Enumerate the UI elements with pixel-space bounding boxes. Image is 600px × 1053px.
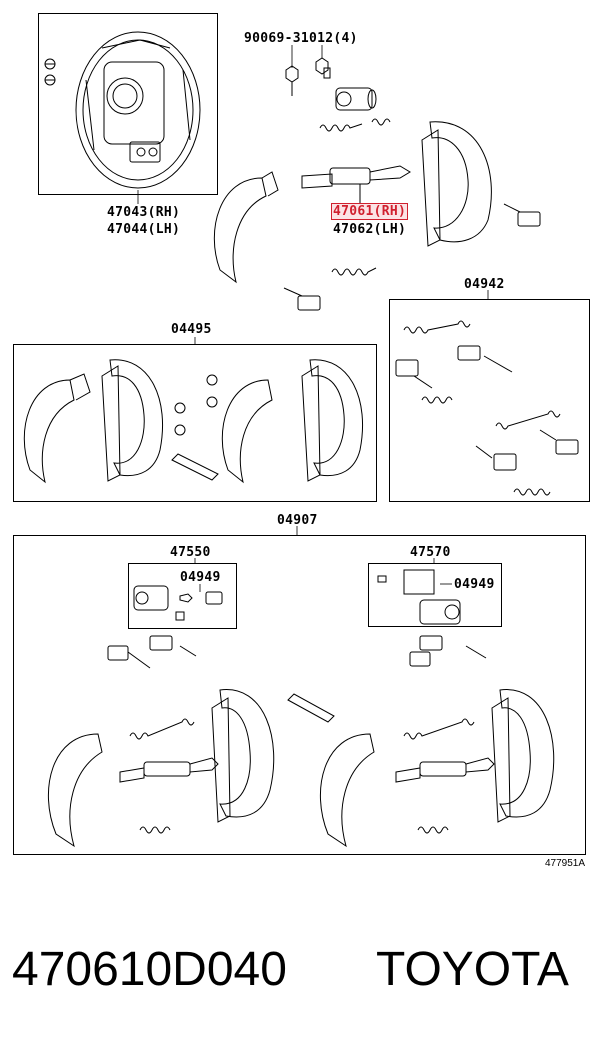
- label-cylinder-47550: 47550: [170, 545, 211, 560]
- adjuster-drawing: [302, 166, 410, 204]
- kit-04942-drawing: [396, 321, 578, 495]
- illustration-code: 477951A: [545, 858, 586, 869]
- label-kit-04942: 04942: [464, 277, 505, 292]
- label-kit-04495: 04495: [171, 322, 212, 337]
- kit-04495-box: [13, 344, 377, 502]
- kit-04907-box: [13, 535, 586, 855]
- label-cylinder-47570: 47570: [410, 545, 451, 560]
- parts-diagram: 90069-31012(4) 47043(RH) 47044(LH) 47061…: [0, 0, 600, 900]
- label-adjuster-lh: 47062(LH): [333, 222, 407, 237]
- kit-04495-drawing: [24, 360, 362, 482]
- leader-lines: [138, 45, 488, 592]
- brake-shoes-upper: [214, 122, 491, 282]
- label-backing-plate-lh: 47044(LH): [107, 222, 181, 237]
- backing-plate-box: [38, 13, 218, 195]
- label-backing-plate-rh: 47043(RH): [107, 205, 181, 220]
- parts-drawing: [0, 0, 600, 900]
- wheel-cylinder-drawing: [286, 58, 376, 110]
- label-kit-04949-right: 04949: [454, 577, 495, 592]
- label-screws: 90069-31012(4): [244, 31, 358, 46]
- cylinder-47570-box: [368, 563, 502, 627]
- springs-upper: [320, 119, 390, 275]
- label-kit-04949-left: 04949: [180, 570, 221, 585]
- label-kit-04907: 04907: [277, 513, 318, 528]
- kit-04942-box: [389, 299, 590, 502]
- label-adjuster-rh-highlighted[interactable]: 47061(RH): [330, 203, 409, 220]
- brand-name: TOYOTA: [376, 943, 569, 996]
- backing-plate-drawing: [45, 32, 200, 188]
- cylinder-47550-box: [128, 563, 237, 629]
- hold-down-pins-upper: [284, 204, 540, 310]
- kit-04907-drawing: [48, 570, 553, 846]
- part-number: 470610D040: [12, 943, 287, 996]
